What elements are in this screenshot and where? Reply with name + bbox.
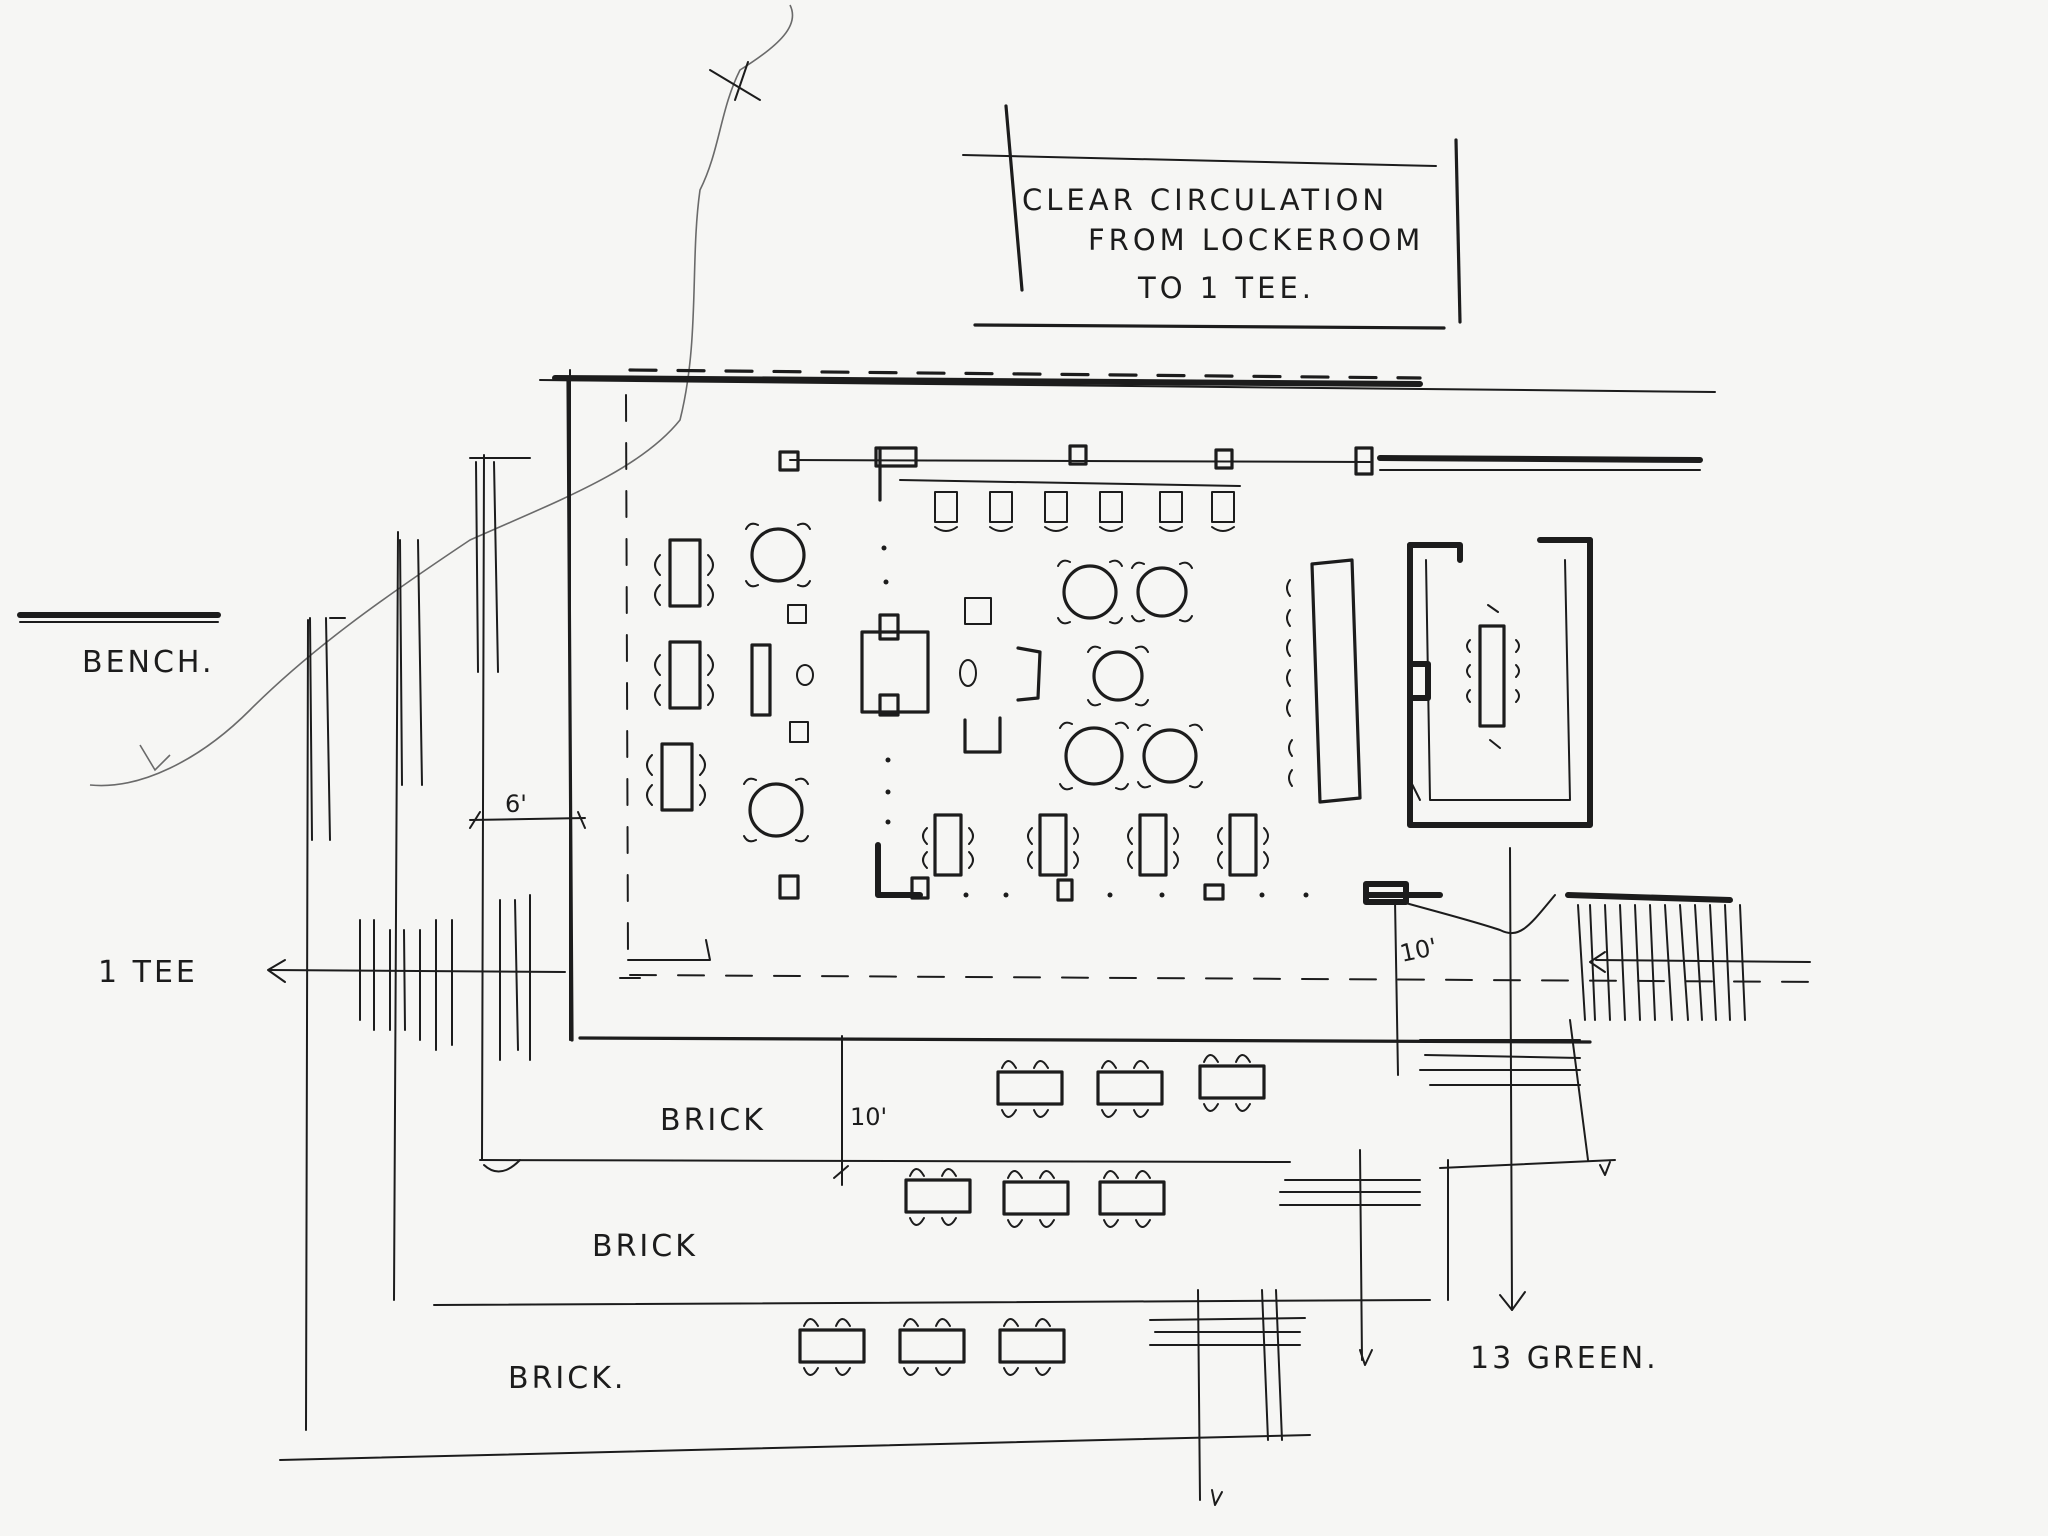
note-line-1: CLEAR CIRCULATION: [1022, 183, 1388, 217]
brick-label-lower: BRICK.: [508, 1361, 626, 1396]
left-dining-tables: [646, 538, 714, 812]
top-chair-5: [1159, 491, 1183, 532]
site-boundary-lines: [279, 369, 1616, 1461]
terrace-table-7: [798, 1318, 866, 1376]
interior-circulation-zone: [619, 394, 1821, 983]
bench: BENCH.: [17, 612, 221, 680]
south-table-2: [1027, 813, 1079, 877]
north-column-line: [778, 444, 1374, 502]
top-chair-1: [934, 491, 958, 532]
south-table-3: [1127, 813, 1179, 877]
center-bar: [750, 597, 1042, 754]
round-table-6: [1059, 721, 1129, 791]
private-dining-room: [1407, 537, 1593, 828]
thirteenth-green-label: 13 GREEN.: [1470, 1341, 1659, 1376]
bench-label: BENCH.: [82, 645, 215, 680]
planter-gap-dimension: 6': [505, 790, 527, 818]
round-table-2: [743, 777, 809, 843]
first-tee-label: 1 TEE: [98, 955, 198, 990]
round-table-5: [1087, 645, 1149, 707]
terrace-table-3: [1198, 1054, 1266, 1112]
top-chair-4: [1099, 491, 1123, 532]
south-column-line: [778, 842, 1443, 905]
top-chair-2: [989, 491, 1013, 532]
brick-label-middle: BRICK: [592, 1229, 698, 1264]
left-planters: [309, 457, 531, 841]
south-dining-row: [922, 813, 1269, 877]
terrace-tables: [798, 1054, 1266, 1376]
building-perimeter: [539, 368, 1716, 1044]
circulation-path: [89, 4, 794, 787]
round-table-1: [745, 522, 811, 588]
circulation-note-box: CLEAR CIRCULATION FROM LOCKEROOM TO 1 TE…: [962, 104, 1462, 330]
top-chair-3: [1044, 491, 1068, 532]
top-chair-row: [934, 491, 1235, 532]
terrace-table-8: [898, 1318, 966, 1376]
round-table-7: [1137, 723, 1203, 789]
brick-labels: BRICK BRICK BRICK.: [508, 1103, 766, 1396]
south-table-4: [1217, 813, 1269, 877]
round-tables: [743, 522, 1203, 843]
terrace-table-6: [1098, 1170, 1166, 1228]
terrace-table-5: [1002, 1170, 1070, 1228]
east-walkway: 10': [1394, 847, 1811, 1311]
interior-column-dots: [881, 545, 1309, 898]
note-line-3: TO 1 TEE.: [1137, 271, 1315, 305]
note-line-2: FROM LOCKEROOM: [1088, 223, 1424, 257]
east-bar-counter: [1286, 558, 1362, 804]
terrace-table-4: [904, 1168, 972, 1226]
terrace-depth-dimension: 10': [850, 1103, 887, 1131]
brick-label-upper: BRICK: [660, 1103, 766, 1138]
round-table-4: [1131, 561, 1193, 623]
west-terrace-hatching: 1 TEE: [98, 894, 566, 1061]
terrace-table-2: [1096, 1060, 1164, 1118]
east-clear-dimension: 10': [1397, 933, 1439, 968]
terrace-table-9: [998, 1318, 1066, 1376]
east-ramp: [1149, 1039, 1611, 1506]
terrace-table-1: [996, 1060, 1064, 1118]
top-chair-6: [1211, 491, 1235, 532]
south-table-1: [922, 813, 974, 877]
round-table-3: [1057, 559, 1123, 625]
dimension-markers: 6' 10': [469, 790, 887, 1186]
